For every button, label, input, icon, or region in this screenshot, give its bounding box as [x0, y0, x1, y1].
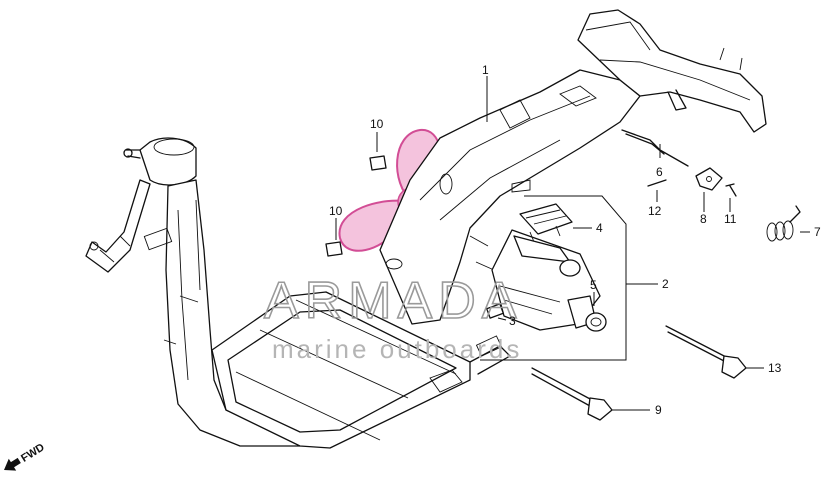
part-7-spring — [766, 205, 801, 242]
callout-11: 11 — [724, 212, 737, 226]
part-12-pin — [647, 179, 667, 187]
callout-3: 3 — [509, 314, 516, 328]
steering-head — [139, 137, 197, 186]
leader-lines — [335, 76, 810, 411]
callout-7: 7 — [814, 225, 821, 239]
part-6-rod — [621, 129, 689, 167]
frame-body — [85, 9, 767, 449]
fwd-indicator: FWD — [4, 441, 47, 471]
callout-8: 8 — [700, 212, 707, 226]
callout-13: 13 — [768, 361, 782, 375]
part-9-bolt — [531, 367, 613, 421]
watermark-tagline: marine outboards — [272, 334, 522, 364]
part-8-plate — [695, 167, 723, 191]
callout-10-lower: 10 — [329, 204, 343, 218]
callout-10-upper: 10 — [370, 117, 384, 131]
fwd-arrow-icon — [4, 457, 21, 471]
fwd-label: FWD — [19, 441, 47, 464]
callout-4: 4 — [596, 221, 603, 235]
callout-1: 1 — [482, 63, 489, 77]
callout-5: 5 — [590, 278, 597, 292]
engine-hanger-assembly — [480, 195, 627, 361]
part-11-screw — [725, 183, 737, 197]
small-parts — [325, 129, 801, 421]
callout-labels: 1 2 3 4 5 6 7 8 9 10 10 11 12 13 — [329, 63, 821, 417]
part-10-nut-upper — [369, 155, 387, 171]
part-10-nut-lower — [325, 241, 343, 257]
callout-12: 12 — [648, 204, 662, 218]
watermark-brand: ARMADA — [264, 272, 522, 330]
callout-6: 6 — [656, 165, 663, 179]
part-13-bolt — [665, 325, 747, 379]
callout-9: 9 — [655, 403, 662, 417]
callout-2: 2 — [662, 277, 669, 291]
